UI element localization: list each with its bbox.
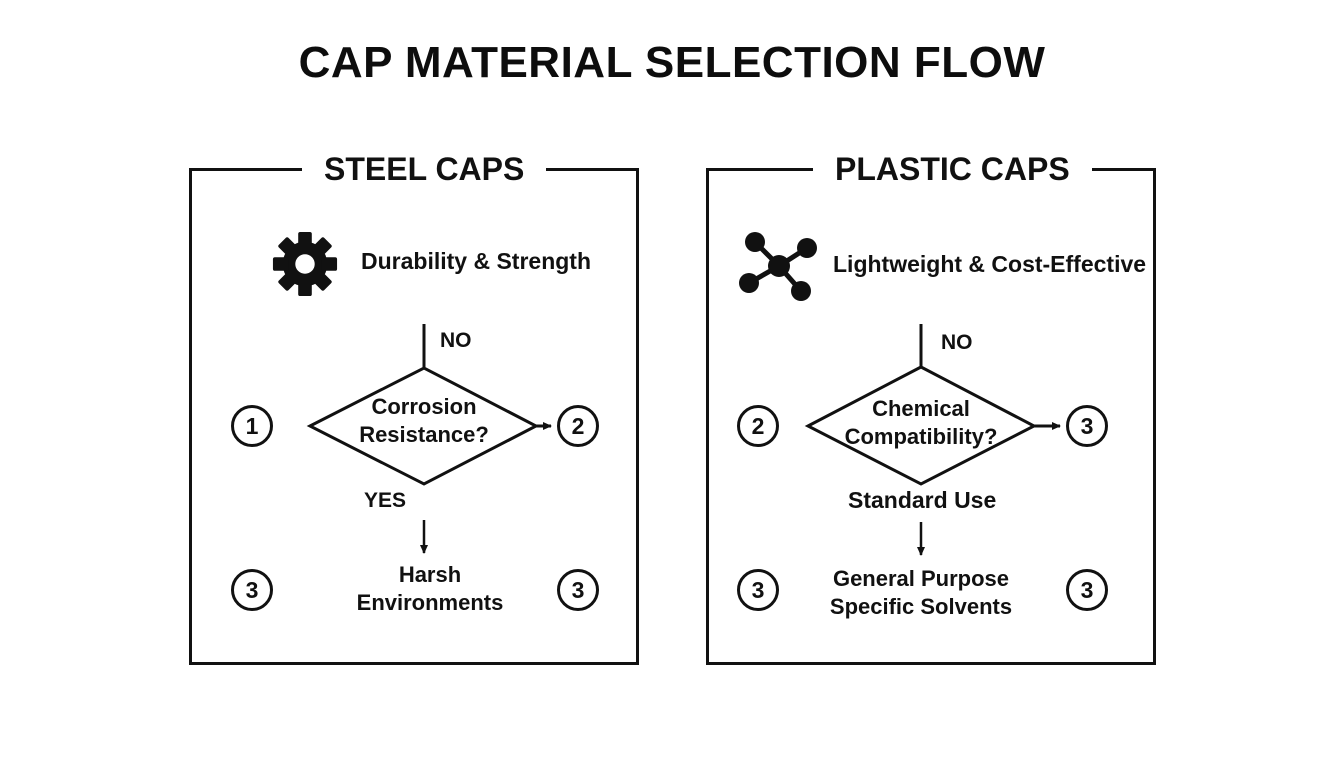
steel-caps-panel: STEEL CAPS (189, 147, 639, 665)
plastic-decision-text: Chemical Compatibility? (826, 395, 1016, 451)
steel-outcome-text: Harsh Environments (330, 561, 530, 617)
plastic-step-left: 2 (737, 405, 779, 447)
plastic-step-bottom-left: 3 (737, 569, 779, 611)
plastic-outcome-line-2: Specific Solvents (829, 594, 1013, 619)
plastic-no-label: NO (941, 331, 973, 354)
plastic-step-right: 3 (1066, 405, 1108, 447)
panel-heading: STEEL CAPS (302, 147, 547, 191)
steel-no-label: NO (440, 329, 472, 352)
steel-step-bottom-right: 3 (557, 569, 599, 611)
diagram-title: CAP MATERIAL SELECTION FLOW (298, 38, 1046, 87)
panel-heading: PLASTIC CAPS (813, 147, 1092, 191)
plastic-standard-use-label: Standard Use (848, 487, 997, 513)
plastic-caps-panel: PLASTIC CAPS (706, 147, 1156, 665)
plastic-outcome-line-1: General Purpose (832, 566, 1010, 591)
steel-step-bottom-left: 3 (231, 569, 273, 611)
steel-step-left: 1 (231, 405, 273, 447)
molecule-icon (739, 232, 817, 301)
plastic-feature-text: Lightweight & Cost-Effective (833, 251, 1147, 277)
steel-decision-text: Corrosion Resistance? (344, 393, 504, 449)
steel-outcome-line-2: Environments (356, 590, 504, 615)
steel-step-right: 2 (557, 405, 599, 447)
plastic-decision-line-2: Compatibility? (844, 424, 998, 449)
steel-decision-line-1: Corrosion (371, 394, 477, 419)
steel-yes-label: YES (364, 489, 407, 512)
plastic-outcome-text: General Purpose Specific Solvents (814, 565, 1028, 621)
steel-outcome-line-1: Harsh (398, 562, 462, 587)
steel-decision-line-2: Resistance? (359, 422, 489, 447)
steel-feature-text: Durability & Strength (361, 248, 592, 274)
gear-icon (272, 231, 338, 297)
plastic-step-bottom-right: 3 (1066, 569, 1108, 611)
plastic-decision-line-1: Chemical (872, 396, 970, 421)
